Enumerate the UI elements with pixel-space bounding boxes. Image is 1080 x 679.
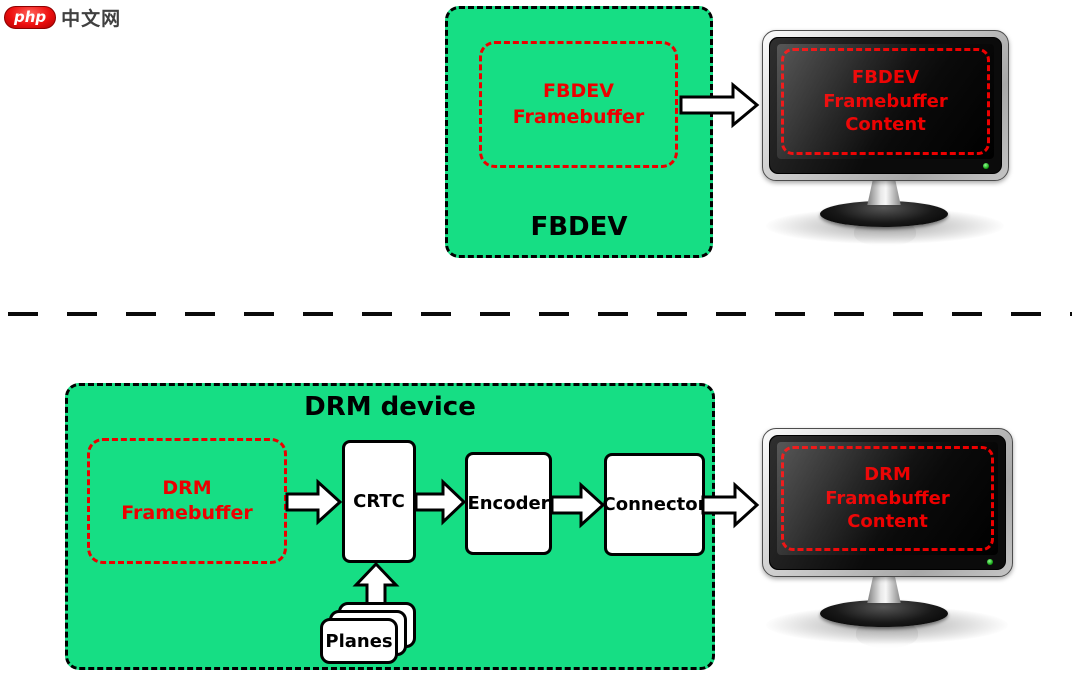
crtc-label: CRTC <box>353 491 405 512</box>
fbdev-framebuffer-label: FBDEV Framebuffer <box>512 80 645 128</box>
drm-monitor: DRM Framebuffer Content <box>760 426 1016 651</box>
drm-monitor-content: DRM Framebuffer Content <box>825 463 950 533</box>
fbdev-monitor: FBDEV Framebuffer Content <box>760 28 1012 246</box>
arrow-encoder-to-connector <box>550 481 606 529</box>
planes-node: Planes <box>320 618 398 664</box>
drm-framebuffer-label: DRM Framebuffer <box>121 476 253 524</box>
encoder-node: Encoder <box>465 452 552 555</box>
monitor-base <box>820 201 948 227</box>
drm-content-outline: DRM Framebuffer Content <box>781 446 994 551</box>
monitor-bezel: FBDEV Framebuffer Content <box>769 37 1002 174</box>
power-led-icon <box>987 559 993 565</box>
monitor-screen: DRM Framebuffer Content <box>777 442 998 555</box>
monitor-stand <box>867 177 901 205</box>
monitor-base <box>820 600 948 627</box>
monitor-frame: FBDEV Framebuffer Content <box>762 30 1009 181</box>
connector-node: Connector <box>602 453 707 556</box>
monitor-screen: FBDEV Framebuffer Content <box>777 44 994 159</box>
power-led-icon <box>983 163 989 169</box>
drm-framebuffer-box: DRM Framebuffer <box>87 438 287 564</box>
fbdev-content-outline: FBDEV Framebuffer Content <box>781 48 990 155</box>
arrow-framebuffer-to-crtc <box>285 478 343 526</box>
section-divider <box>8 312 1072 316</box>
fbdev-device-label: FBDEV <box>530 212 628 242</box>
watermark: php 中文网 <box>4 4 121 31</box>
crtc-node: CRTC <box>342 440 416 563</box>
arrow-crtc-to-encoder <box>414 478 467 526</box>
monitor-bezel: DRM Framebuffer Content <box>769 435 1006 570</box>
connector-label: Connector <box>602 494 707 515</box>
arrow-fbdev-to-monitor <box>679 81 760 129</box>
monitor-stand <box>867 575 901 603</box>
planes-label: Planes <box>325 630 393 652</box>
fbdev-framebuffer-box: FBDEV Framebuffer <box>479 41 678 168</box>
arrow-connector-to-monitor <box>701 481 760 529</box>
drm-device-label: DRM device <box>304 392 476 422</box>
fbdev-monitor-content: FBDEV Framebuffer Content <box>823 66 948 136</box>
php-logo-icon: php <box>4 6 57 29</box>
monitor-frame: DRM Framebuffer Content <box>762 428 1013 577</box>
encoder-label: Encoder <box>467 493 550 514</box>
watermark-site-name: 中文网 <box>61 8 122 30</box>
